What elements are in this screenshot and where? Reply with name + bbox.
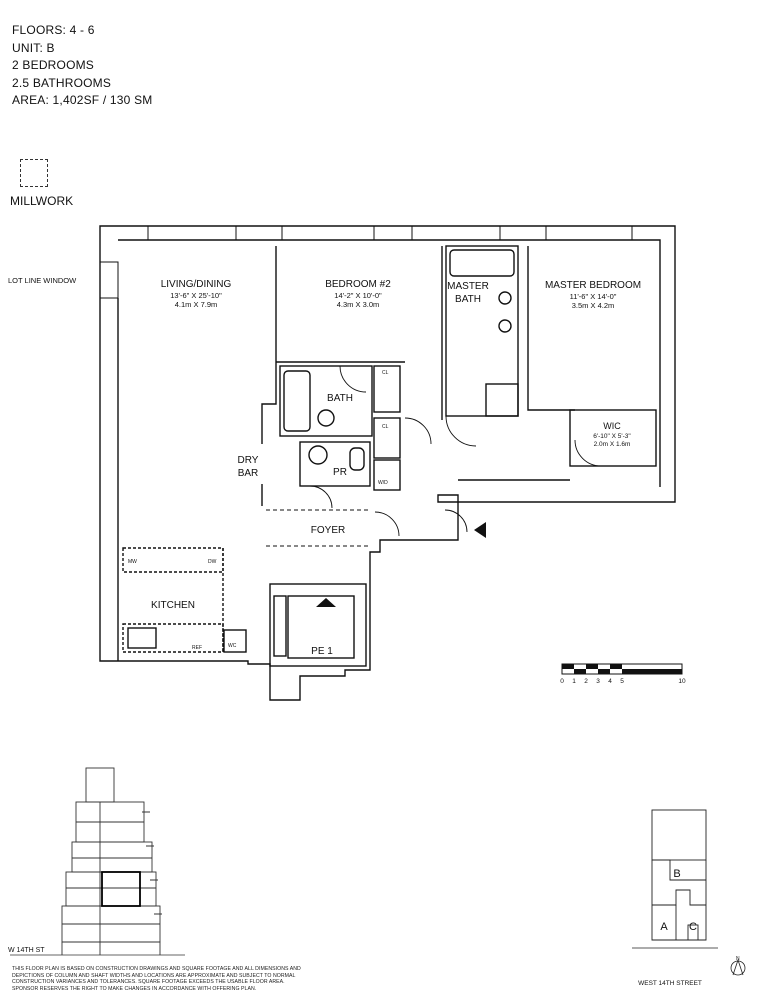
entry-arrow-icon	[474, 522, 486, 538]
pr-toilet	[349, 447, 365, 471]
master-tub	[449, 249, 515, 277]
scale-tick-3: 3	[596, 678, 600, 685]
floors-text: FLOORS: 4 - 6	[12, 23, 95, 37]
powder-room-walls	[299, 441, 371, 487]
washer-dryer	[373, 459, 401, 491]
bath-label: BATH	[327, 393, 353, 404]
closet-2	[373, 417, 401, 459]
scale-tick-4: 4	[608, 678, 612, 685]
kitchen-lower-millwork	[122, 623, 224, 653]
millwork-symbol	[20, 159, 48, 187]
elevator-arrow-icon	[316, 598, 336, 607]
bath-sink	[317, 409, 335, 427]
unit-info: FLOORS: 4 - 6 UNIT: B 2 BEDROOMS 2.5 BAT…	[12, 22, 152, 110]
bath-walls	[279, 365, 373, 437]
key-plan-street-label: WEST 14TH STREET	[638, 980, 702, 987]
elevation-street-label: W 14TH ST	[8, 947, 45, 954]
elevator-shaft	[269, 583, 367, 667]
scale-bar: 0 1 2 3 4 5 10	[560, 663, 686, 685]
living-dim-imperial: 13'-6" X 25'-10"	[170, 291, 222, 300]
living-dim-metric: 4.1m X 7.9m	[175, 300, 218, 309]
scale-tick-10: 10	[678, 678, 686, 685]
elevator-door-panel	[273, 595, 287, 657]
mw-label: MW	[128, 559, 137, 565]
master-bedroom-label: MASTER BEDROOM	[545, 280, 641, 291]
master-west-wall	[527, 246, 575, 411]
pr-sink	[308, 445, 328, 465]
wic-walls	[569, 409, 657, 467]
closet-1	[373, 365, 401, 413]
scale-tick-0: 0	[560, 678, 564, 685]
north-arrow-icon: N	[730, 956, 746, 976]
master-sink-1	[498, 291, 512, 305]
dry-bar-label-2: BAR	[238, 468, 259, 479]
master-bath-label-2: BATH	[455, 294, 481, 305]
floor-plan	[99, 225, 676, 701]
master-shower	[485, 383, 519, 417]
living-bed2-wall	[261, 246, 277, 444]
master-bath-walls	[445, 245, 519, 417]
kitchen-label: KITCHEN	[151, 600, 195, 611]
bedrooms-text: 2 BEDROOMS	[12, 58, 95, 72]
wic-label: WIC	[603, 421, 621, 431]
dw-label: DW	[208, 559, 217, 565]
pe-label: PE 1	[311, 646, 333, 657]
wic-dim-metric: 2.0m X 1.6m	[594, 441, 631, 448]
ref-label: REF	[192, 645, 202, 651]
master-dim-imperial: 11'-6" X 14'-0"	[570, 292, 617, 301]
area-text: AREA: 1,402SF / 130 SM	[12, 93, 153, 107]
bathrooms-text: 2.5 BATHROOMS	[12, 75, 112, 90]
master-sink-2	[498, 319, 512, 333]
exterior-wall-inner	[118, 239, 661, 487]
cooktop	[127, 627, 157, 649]
foyer-bounds	[266, 509, 370, 547]
master-bath-label-1: MASTER	[447, 281, 489, 292]
key-plan	[651, 809, 707, 941]
bedroom2-dim-metric: 4.3m X 3.0m	[337, 300, 380, 309]
windows	[99, 225, 633, 299]
master-dim-metric: 3.5m X 4.2m	[572, 301, 615, 310]
millwork-label: MILLWORK	[10, 194, 74, 208]
wic-dim-imperial: 6'-10" X 5'-3"	[593, 433, 631, 440]
bedroom2-label: BEDROOM #2	[325, 279, 391, 290]
building-elevation	[61, 767, 162, 955]
scale-tick-1: 1	[572, 678, 576, 685]
key-plan-unit-b: B	[673, 868, 680, 880]
elevator-cab	[287, 595, 355, 659]
closet-2-label: CL	[382, 424, 389, 430]
wd-label: W/D	[378, 480, 388, 486]
scale-tick-2: 2	[584, 678, 588, 685]
living-label: LIVING/DINING	[161, 279, 232, 290]
legal-disclaimer: This floor plan is based on construction…	[12, 966, 301, 992]
lot-line-window-label: LOT LINE WINDOW	[8, 276, 77, 285]
wc-closet	[223, 629, 247, 653]
millwork-legend: MILLWORK	[10, 159, 73, 208]
doors	[309, 365, 602, 537]
bathtub	[283, 370, 311, 432]
scale-tick-5: 5	[620, 678, 624, 685]
pr-label: PR	[333, 467, 347, 478]
wc-label: WC	[228, 643, 237, 649]
dry-bar-label-1: DRY	[238, 455, 259, 466]
key-plan-unit-c: C	[689, 921, 697, 933]
closet-1-label: CL	[382, 370, 389, 376]
key-plan-unit-a: A	[660, 921, 668, 933]
bedroom2-dim-imperial: 14'-2" X 10'-0"	[334, 291, 382, 300]
foyer-label: FOYER	[311, 525, 345, 536]
unit-text: UNIT: B	[12, 40, 55, 55]
exterior-wall	[99, 225, 676, 701]
north-label: N	[736, 956, 740, 962]
